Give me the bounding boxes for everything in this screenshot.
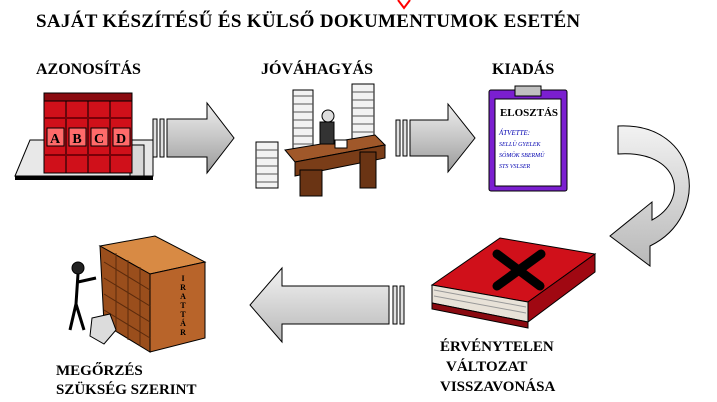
binder-letter-d: D <box>116 132 126 147</box>
red-accent-mark <box>397 0 411 10</box>
clipboard-line-1: ÁTVETTE: <box>498 129 530 137</box>
binder-letter-a: A <box>50 132 61 147</box>
label-withdrawal-line-2: VÁLTOZAT <box>446 359 528 375</box>
label-retention-line-2: SZÜKSÉG SZERINT <box>56 382 197 398</box>
arrow-right-2 <box>395 102 476 174</box>
distribution-clipboard-icon: ELOSZTÁS ÁTVETTE: SELLÜ GYELEK SÖMÖK SBE… <box>488 85 568 192</box>
label-identification: AZONOSÍTÁS <box>36 61 141 78</box>
clipboard-line-2: SELLÜ GYELEK <box>499 140 542 148</box>
arrow-left <box>249 266 405 344</box>
invalid-book-icon <box>430 237 597 329</box>
approval-desk-icon <box>255 83 387 197</box>
binders-icon: A B C D <box>14 92 154 180</box>
binder-letter-c: C <box>94 132 104 147</box>
clipboard-heading: ELOSZTÁS <box>500 107 558 119</box>
label-withdrawal-line-3: VISSZAVONÁSA <box>440 379 556 395</box>
label-withdrawal-line-1: ÉRVÉNYTELEN <box>440 339 554 355</box>
label-retention: MEGŐRZÉS SZÜKSÉG SZERINT <box>56 362 196 400</box>
label-issue: KIADÁS <box>492 61 555 78</box>
label-approval: JÓVÁHAGYÁS <box>261 61 374 78</box>
arrow-right-1 <box>152 101 235 175</box>
clipboard-line-3: SÖMÖK SBERMÜ <box>499 151 545 159</box>
diagram-title: SAJÁT KÉSZÍTÉSŰ ÉS KÜLSŐ DOKUMENTUMOK ES… <box>36 11 581 32</box>
binder-letter-b: B <box>72 132 81 147</box>
arrow-curved-down <box>609 125 690 267</box>
label-withdrawal: ÉRVÉNYTELEN VÁLTOZAT VISSZAVONÁSA <box>440 337 555 397</box>
clipboard-line-4: STS VSLSER <box>499 164 531 170</box>
label-retention-line-1: MEGŐRZÉS <box>56 363 143 379</box>
